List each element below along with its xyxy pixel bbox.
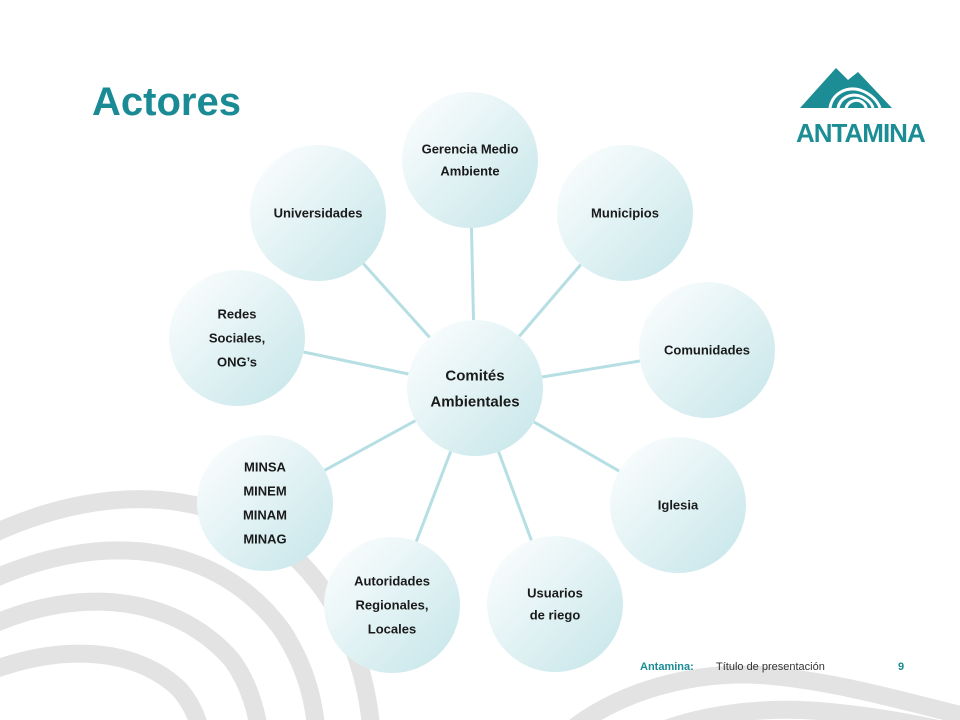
node-gerencia-medio-ambiente-circle — [402, 92, 538, 228]
node-redes-sociales-circle — [169, 270, 305, 406]
connector-gerencia-medio-ambiente — [469, 227, 476, 321]
node-iglesia-circle — [610, 437, 746, 573]
slide-title: Actores — [92, 80, 241, 124]
node-iglesia-label-line: Iglesia — [658, 498, 699, 513]
node-ministerios: MINSA MINEM MINAM MINAG — [197, 435, 333, 571]
node-usuarios-de-riego-label-line: de riego — [530, 608, 581, 623]
node-ministerios-label-line: MINAG — [243, 532, 286, 547]
node-comunidades-circle — [639, 282, 775, 418]
connector-iglesia — [533, 420, 620, 473]
antamina-logo-icon — [800, 68, 892, 109]
node-gerencia-medio-ambiente-label-line: Gerencia Medio — [422, 142, 519, 157]
connector-municipios — [518, 263, 582, 338]
node-autoridades-label-line: Regionales, — [356, 598, 429, 613]
node-universidades-circle — [250, 145, 386, 281]
node-redes-sociales-label-line: Sociales, — [209, 331, 265, 346]
node-municipios: Municipios — [557, 145, 693, 281]
node-ministerios-label-line: MINAM — [243, 508, 287, 523]
node-autoridades-circle — [324, 537, 460, 673]
node-gerencia-medio-ambiente-label-line: Ambiente — [440, 164, 499, 179]
node-municipios-label-line: Municipios — [591, 206, 659, 221]
node-comunidades: Comunidades — [639, 282, 775, 418]
node-ministerios-label-line: MINSA — [244, 460, 287, 475]
node-comunidades-label-line: Comunidades — [664, 343, 750, 358]
connector-usuarios-de-riego — [497, 451, 533, 541]
connector-universidades — [362, 262, 431, 339]
nodes: Gerencia MedioAmbienteMunicipiosComunida… — [169, 92, 775, 673]
node-autoridades-label-line: Autoridades — [354, 574, 430, 589]
node-usuarios-de-riego-label-line: Usuarios — [527, 586, 583, 601]
footer-brand: Antamina: — [640, 661, 694, 673]
node-usuarios-de-riego: Usuarios de riego — [487, 536, 623, 672]
node-redes-sociales-label-line: ONG’s — [217, 355, 257, 370]
node-universidades: Universidades — [250, 145, 386, 281]
page-number: 9 — [898, 661, 905, 673]
node-universidades-label-line: Universidades — [274, 206, 363, 221]
node-center-circle — [407, 320, 543, 456]
node-redes-sociales-label-line: Redes — [217, 307, 256, 322]
connector-comunidades — [541, 359, 641, 379]
connectors — [303, 227, 641, 543]
node-center-label-line: Ambientales — [430, 393, 519, 410]
footer-title: Título de presentación — [716, 661, 825, 673]
node-municipios-circle — [557, 145, 693, 281]
node-ministerios-circle — [197, 435, 333, 571]
node-autoridades-label-line: Locales — [368, 622, 416, 637]
node-usuarios-de-riego-circle — [487, 536, 623, 672]
connector-ministerios — [323, 419, 417, 472]
node-iglesia: Iglesia — [610, 437, 746, 573]
connector-redes-sociales — [303, 350, 409, 376]
node-center-label-line: Comités — [445, 367, 504, 384]
node-ministerios-label-line: MINEM — [243, 484, 286, 499]
connector-autoridades — [414, 450, 453, 543]
